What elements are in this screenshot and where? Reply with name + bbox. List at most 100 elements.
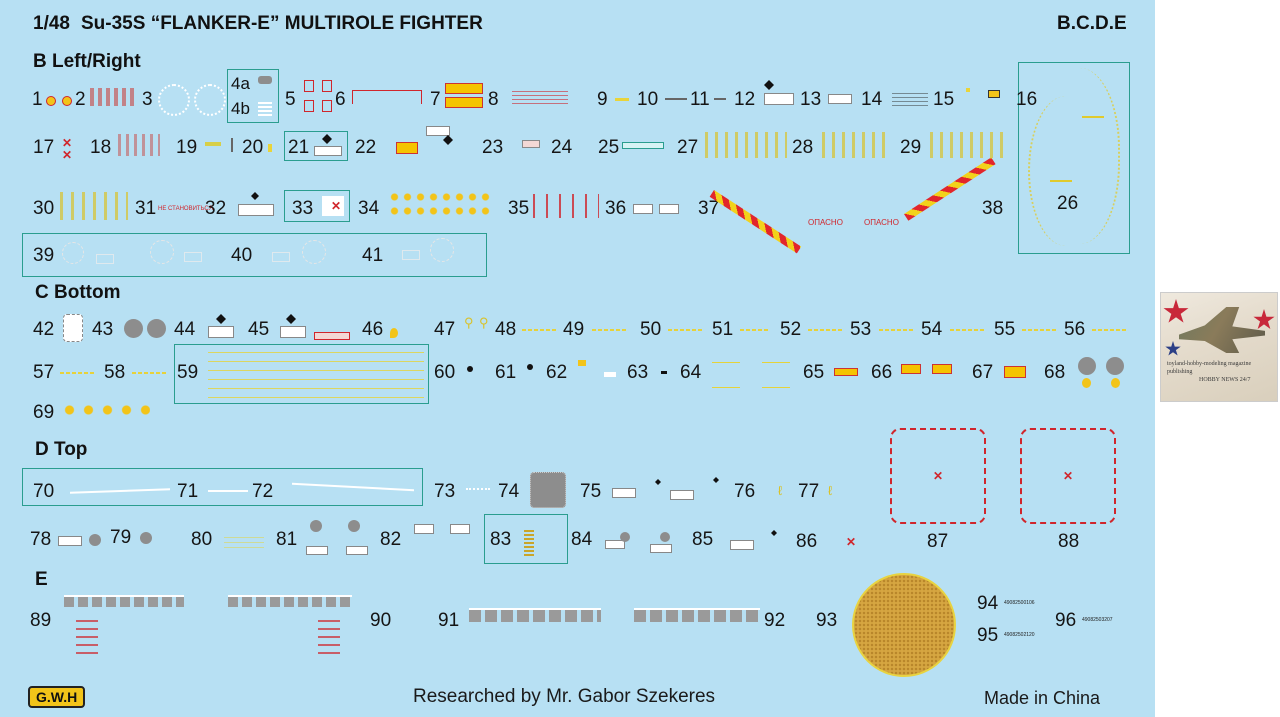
decal-number-51: 51	[712, 319, 734, 340]
decal-number-55: 55	[994, 319, 1016, 340]
arc-scale-26	[1028, 96, 1068, 246]
round-mark-78	[89, 534, 101, 546]
data-plate-36	[659, 204, 679, 214]
decal-number-4b: 4b	[231, 99, 250, 118]
marker-5	[304, 80, 314, 92]
gauge-ring-40	[302, 240, 326, 264]
decal-number-29: 29	[900, 137, 922, 158]
hook-symbols-28	[822, 132, 892, 158]
pitot-19	[231, 138, 233, 152]
decal-number-17: 17	[33, 137, 55, 158]
data-plate-82c	[450, 524, 470, 534]
decal-number-63: 63	[627, 362, 649, 383]
decal-number-48: 48	[495, 319, 517, 340]
decal-number-85: 85	[692, 529, 714, 550]
gauge-ring-39	[62, 242, 84, 264]
arrow-16	[1082, 116, 1104, 118]
round-mark-85	[660, 532, 670, 542]
warning-plate-66b	[932, 364, 952, 374]
marker-5	[322, 100, 332, 112]
decal-number-40: 40	[231, 245, 253, 266]
stencil-31-text: НЕ СТАНОВИТЬСЯ	[158, 206, 214, 212]
serial-95: 49082502120	[1004, 632, 1035, 638]
data-plate-36	[633, 204, 653, 214]
watermark-line-2: publishing	[1167, 369, 1193, 375]
aim-mark-32	[251, 192, 259, 200]
decal-number-45: 45	[248, 319, 270, 340]
data-plate-85b	[730, 540, 754, 550]
data-plate-12	[764, 93, 794, 105]
aim-mark-22	[443, 135, 453, 145]
decal-number-33: 33	[292, 198, 314, 219]
decal-number-92: 92	[764, 610, 786, 631]
stencil-64	[712, 362, 740, 388]
aim-mark-12	[764, 80, 774, 90]
drop-68b	[1111, 378, 1120, 388]
walkway-line-49	[592, 329, 628, 331]
frame-83	[484, 514, 568, 564]
decal-number-69: 69	[33, 402, 55, 423]
stencil-89	[76, 614, 98, 654]
aim-mark-44	[216, 314, 226, 324]
stencil-63	[661, 371, 667, 374]
decal-number-82: 82	[380, 529, 402, 550]
stencil-9	[615, 98, 629, 101]
decal-number-58: 58	[104, 362, 126, 383]
decal-number-49: 49	[563, 319, 585, 340]
decal-number-80: 80	[191, 529, 213, 550]
decal-number-11: 11	[690, 89, 710, 110]
decal-number-6: 6	[335, 89, 346, 110]
decal-number-38: 38	[982, 198, 1004, 219]
dot-markers-34	[388, 190, 492, 218]
decal-number-83: 83	[490, 529, 512, 550]
panel-row-89	[64, 595, 184, 607]
watermark-image: toyland-hobby-modeling magazine publishi…	[1160, 292, 1278, 402]
decal-number-86: 86	[796, 531, 818, 552]
decal-number-44: 44	[174, 319, 196, 340]
decal-number-60: 60	[434, 362, 456, 383]
decal-number-61: 61	[495, 362, 517, 383]
stencil-73	[466, 488, 490, 498]
round-panel-43b	[147, 319, 166, 338]
decal-number-30: 30	[33, 198, 55, 219]
panel-4a	[258, 76, 272, 84]
walkway-line-57	[60, 372, 96, 374]
decal-number-42: 42	[33, 319, 55, 340]
decal-number-89: 89	[30, 610, 52, 631]
strip-25	[622, 142, 664, 149]
star-icon	[1253, 309, 1275, 330]
decal-number-1: 1	[32, 89, 43, 110]
decal-number-64: 64	[680, 362, 702, 383]
stencil-62b	[604, 372, 616, 377]
decal-number-50: 50	[640, 319, 662, 340]
red-cross-87: ✕	[933, 469, 944, 483]
decal-number-41: 41	[362, 245, 384, 266]
panel-74	[530, 472, 566, 508]
gauge-ring-39b	[150, 240, 174, 264]
panel-42	[63, 314, 83, 342]
stencil-10	[665, 98, 687, 100]
decal-number-78: 78	[30, 529, 52, 550]
marker-5	[322, 80, 332, 92]
aim-mark-85	[771, 530, 777, 536]
decal-number-15: 15	[933, 89, 955, 110]
round-mark-82	[348, 520, 360, 532]
aircraft-photo	[1179, 307, 1265, 353]
decal-number-84: 84	[571, 529, 593, 550]
data-plate-75b	[670, 490, 694, 500]
decal-number-67: 67	[972, 362, 994, 383]
decal-number-5: 5	[285, 89, 296, 110]
decal-number-18: 18	[90, 137, 112, 158]
decal-number-79: 79	[110, 527, 132, 548]
decal-number-73: 73	[434, 481, 456, 502]
decal-number-74: 74	[498, 481, 520, 502]
warning-plate-67	[1004, 366, 1026, 378]
credit-line: Researched by Mr. Gabor Szekeres	[413, 686, 716, 707]
stencil-80	[224, 534, 264, 548]
outline-6	[352, 90, 422, 104]
decal-number-35: 35	[508, 198, 530, 219]
walkway-line-48	[522, 329, 558, 331]
decal-number-26: 26	[1057, 193, 1079, 214]
sheet-code: B.C.D.E	[1057, 13, 1127, 34]
stencil-19	[205, 142, 221, 146]
